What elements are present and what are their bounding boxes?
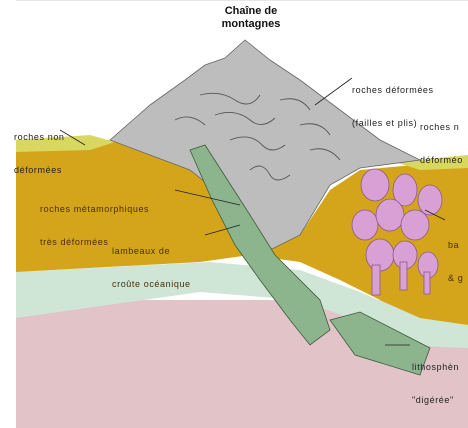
label-lithosphere: lithosphèn "digérée" — [412, 340, 459, 428]
title-line-1: Chaîne de — [196, 5, 306, 18]
label-batholith-l2: & g — [448, 273, 463, 284]
label-undeformed-right-l2: déforméo — [420, 155, 463, 166]
label-oceanic-crust-l2: croûte océanique — [112, 279, 191, 290]
label-undeformed-left-l2: déformées — [14, 165, 65, 176]
label-batholith-l1: ba — [448, 240, 463, 251]
title-line-2: montagnes — [196, 18, 306, 31]
label-lithosphere-l2: "digérée" — [412, 395, 459, 406]
label-lithosphere-l1: lithosphèn — [412, 362, 459, 373]
label-oceanic-crust-l1: lambeaux de — [112, 246, 191, 257]
label-metamorphic-l1: roches métamorphiques — [40, 204, 149, 215]
label-undeformed-right-l1: roches n — [420, 122, 463, 133]
label-oceanic-crust: lambeaux de croûte océanique — [112, 224, 191, 312]
label-undeformed-right: roches n déforméo — [420, 100, 463, 188]
label-undeformed-left-l1: roches non — [14, 132, 65, 143]
diagram-title: Chaîne de montagnes — [196, 5, 306, 31]
label-batholith: ba & g — [448, 218, 463, 306]
label-deformed-rocks-l1: roches déformées — [352, 85, 434, 96]
